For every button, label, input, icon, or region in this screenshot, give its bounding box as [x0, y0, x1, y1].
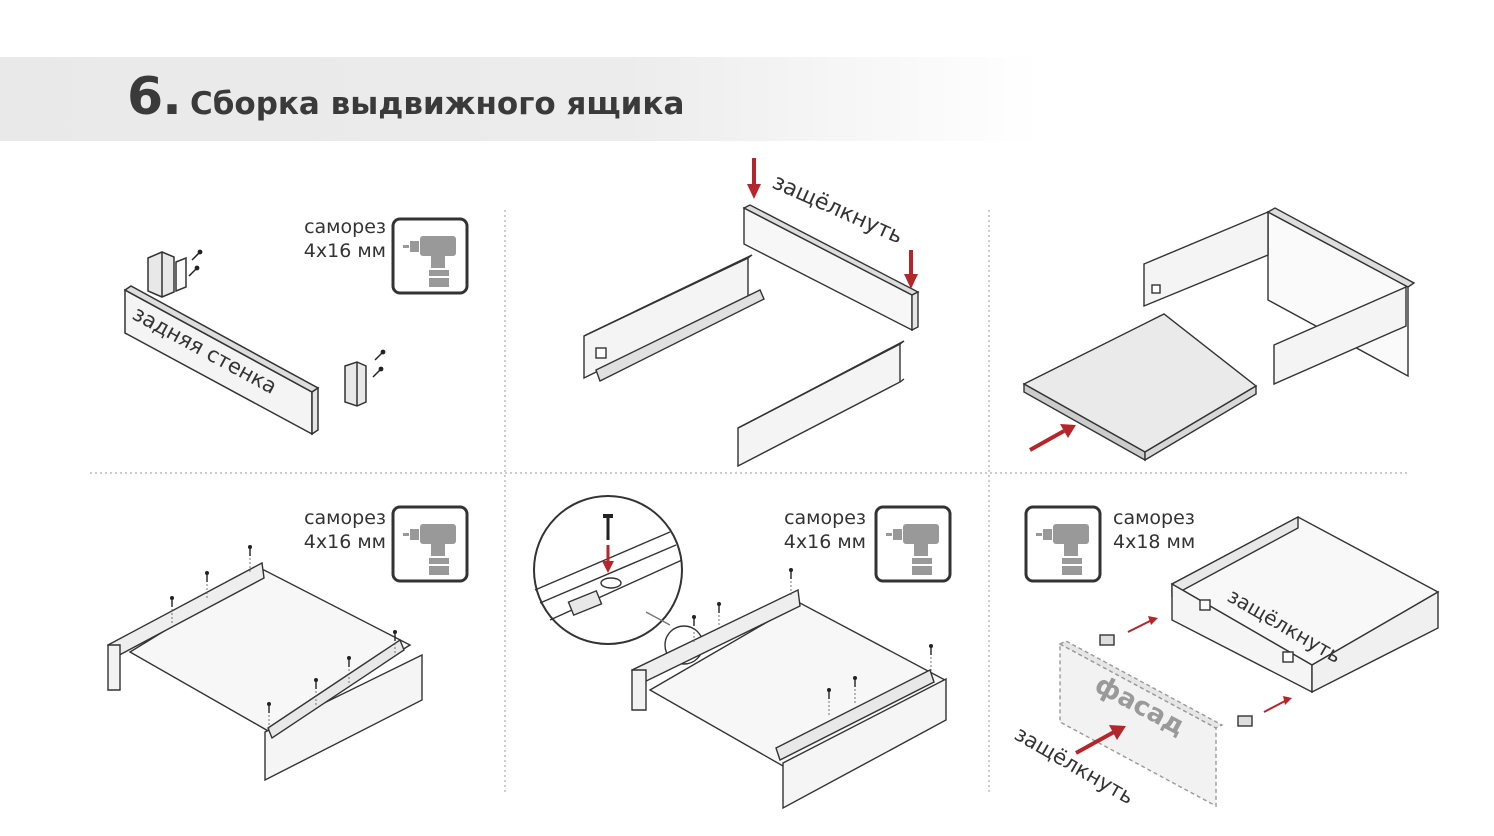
- screw-spec-panel-1: саморез 4х16 мм: [272, 215, 386, 263]
- screw-type-label: саморез: [304, 216, 386, 238]
- screw-size-label: 4х18 мм: [1113, 531, 1196, 553]
- screw-detail-icon: [602, 514, 614, 573]
- screw-type-label: саморез: [1113, 507, 1195, 529]
- side-panels-illustration: [583, 204, 920, 468]
- drill-icon: [391, 217, 469, 295]
- screw-size-label: 4х16 мм: [783, 531, 866, 553]
- runner-detail-illustration: [533, 495, 704, 665]
- facade-illustration: [1058, 515, 1440, 808]
- screw-size-label: 4х16 мм: [303, 240, 386, 262]
- drill-icon: [1024, 505, 1102, 583]
- arrow-icons: [1075, 616, 1292, 755]
- part-label-back-wall: задняя стенка: [129, 301, 281, 399]
- screw-spec-panel-4: саморез 4х16 мм: [272, 506, 386, 554]
- drill-icon: [874, 505, 952, 583]
- bottom-insert-illustration: [1022, 207, 1416, 462]
- screw-spec-panel-5: саморез 4х16 мм: [752, 506, 866, 554]
- header-band: [0, 57, 1040, 141]
- back-wall-illustration: [123, 251, 367, 436]
- screw-type-label: саморез: [304, 507, 386, 529]
- arrow-icon: [1029, 424, 1076, 452]
- screw-spec-panel-6: саморез 4х18 мм: [1113, 506, 1233, 554]
- step-number: 6.: [127, 67, 182, 127]
- drawer-runner-screws-illustration: [631, 588, 947, 810]
- arrow-icons: [747, 158, 918, 289]
- drawer-bottom-screws-illustration: [107, 561, 423, 782]
- screw-size-label: 4х16 мм: [303, 531, 386, 553]
- drill-icon: [391, 505, 469, 583]
- screw-type-label: саморез: [784, 507, 866, 529]
- page-title: Сборка выдвижного ящика: [190, 86, 685, 122]
